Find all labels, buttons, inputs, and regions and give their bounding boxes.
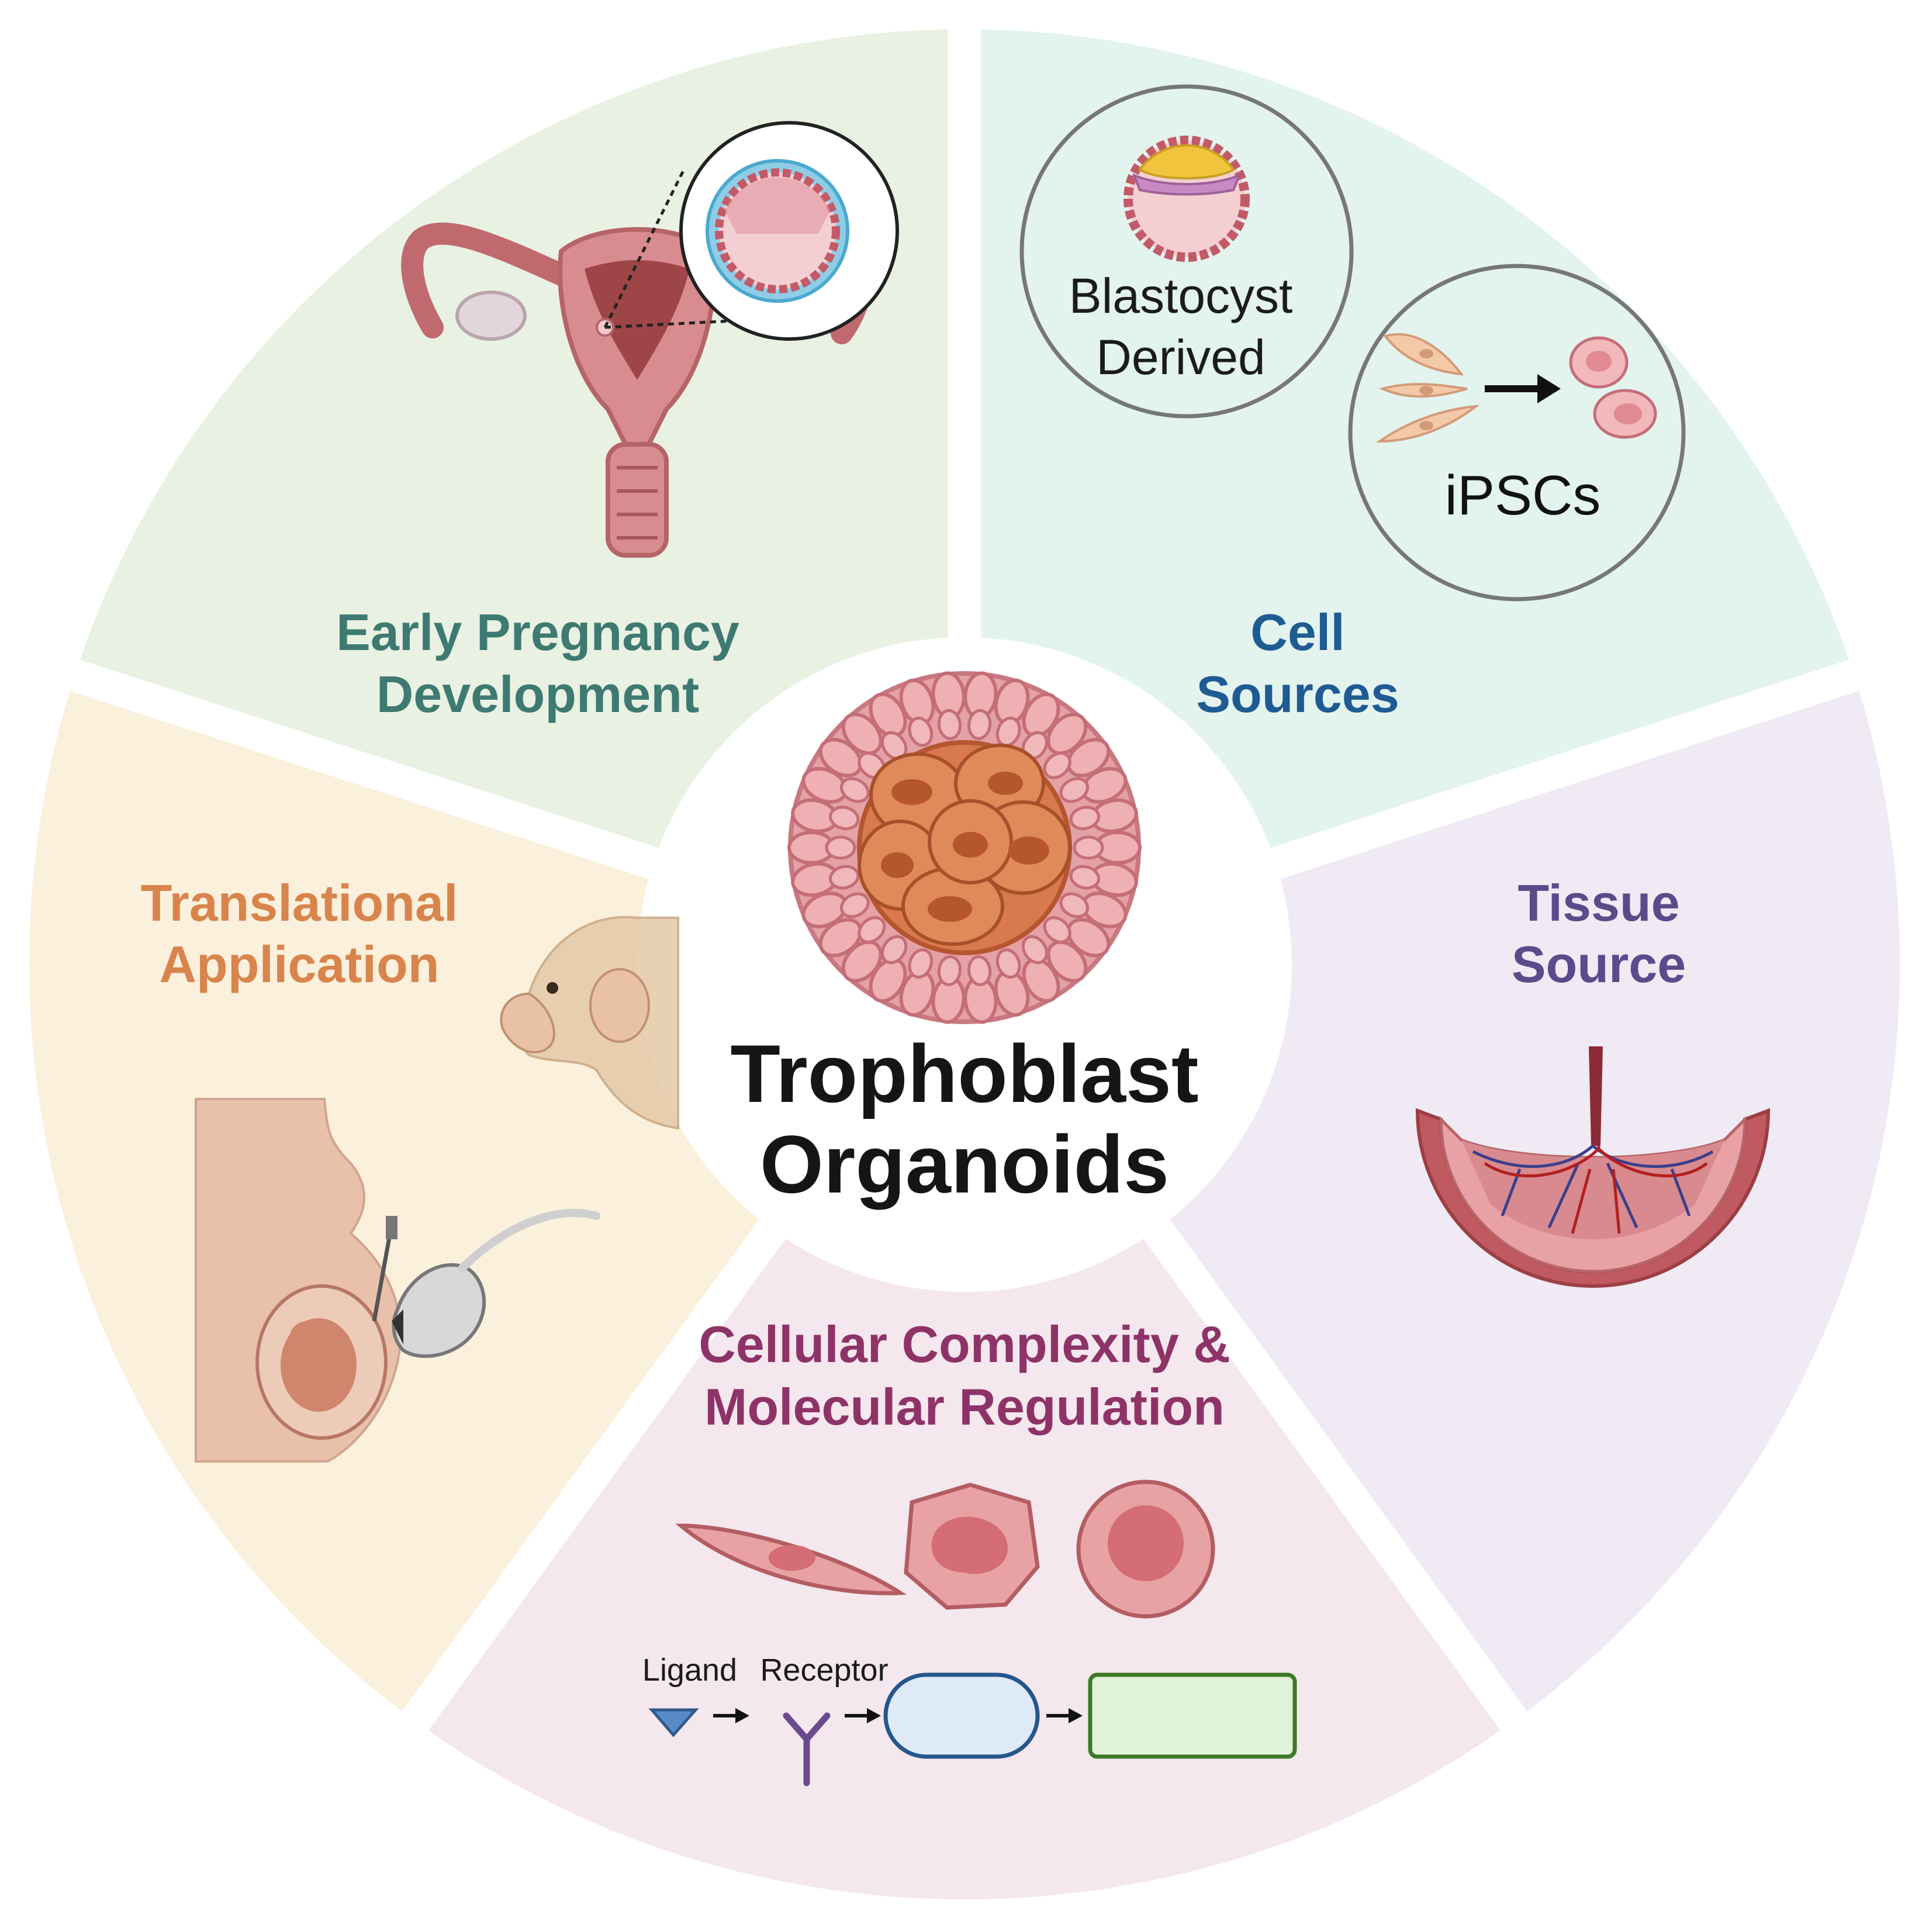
pregnant-patient-illustration	[195, 1098, 402, 1463]
organoid-cell	[829, 806, 860, 831]
organoid-cell	[839, 777, 870, 803]
organoid-cell	[1046, 713, 1088, 755]
receptor-label: Receptor	[760, 1653, 888, 1688]
organoid-cell	[825, 835, 856, 860]
organoid-cell	[1059, 892, 1090, 918]
organoid-cell	[1069, 865, 1100, 890]
ipscs-label: iPSCs	[1445, 464, 1601, 527]
pathway-node-green	[1088, 1672, 1297, 1759]
organoid-cell	[967, 955, 992, 986]
tissue-source-title-line2: Source	[1512, 935, 1686, 993]
organoid-cell	[858, 916, 886, 943]
magnified-blastocyst	[679, 121, 899, 341]
translational-title-line2: Application	[159, 935, 439, 993]
blastocyst-circle	[1019, 84, 1354, 419]
cell-sources-title-line1: Cell	[1250, 603, 1344, 661]
receptor-icon	[783, 1712, 831, 1786]
ultrasound-probe-illustration	[372, 1208, 600, 1358]
monkey-illustration	[500, 915, 679, 1130]
placenta-illustration	[1415, 1046, 1771, 1288]
organoid-cell	[1073, 835, 1104, 860]
cellular-complexity-title-line1: Cellular Complexity &	[699, 1315, 1230, 1373]
organoid-cell	[1066, 918, 1111, 958]
organoid-cell	[839, 892, 870, 918]
organoid-cell	[1043, 916, 1071, 943]
organoid-cell	[818, 738, 863, 777]
ligand-label: Ligand	[642, 1653, 737, 1688]
arrow-icon	[845, 1708, 881, 1723]
cell-sources-title-line2: Sources	[1196, 665, 1399, 723]
tissue-source-title-line1: Tissue	[1517, 874, 1679, 932]
organoid-cell	[841, 713, 883, 755]
blastocyst-label-line2: Derived	[1096, 330, 1265, 385]
polygonal-cell	[904, 1482, 1040, 1610]
organoid-cell	[995, 948, 1021, 979]
segment-cellular-complexity	[415, 965, 1514, 1900]
ligand-icon	[648, 1708, 699, 1737]
pathway-node-blue	[883, 1672, 1040, 1759]
organoid-cell	[1043, 752, 1071, 779]
translational-title-line1: Translational	[141, 874, 458, 932]
organoid-cell	[937, 709, 962, 740]
organoid-cell	[967, 709, 992, 740]
center-title-line2: Organoids	[760, 1118, 1169, 1210]
center-title-line1: Trophoblast	[730, 1028, 1198, 1119]
round-cell	[1076, 1480, 1215, 1619]
organoid-cell	[1069, 806, 1100, 831]
organoid-cell	[1046, 940, 1088, 983]
spindle-cell	[675, 1523, 907, 1595]
cellular-complexity-title-line2: Molecular Regulation	[704, 1378, 1225, 1436]
arrow-icon	[1046, 1708, 1083, 1723]
organoid-cell	[908, 948, 934, 979]
blastocyst-label-line1: Blastocyst	[1069, 268, 1293, 323]
early-pregnancy-title-line1: Early Pregnancy	[336, 603, 739, 661]
organoid-cell	[908, 716, 934, 747]
organoid-cell	[937, 955, 962, 986]
ipscs-circle	[1348, 264, 1686, 602]
organoid-cell	[1059, 777, 1090, 803]
early-pregnancy-title-line2: Development	[376, 665, 700, 723]
organoid-cell	[880, 935, 908, 965]
organoid-cell	[1021, 935, 1049, 965]
organoid-cell	[829, 865, 860, 890]
arrow-icon	[713, 1708, 749, 1723]
organoid-illustration	[787, 671, 1142, 1024]
organoid-cell	[841, 940, 883, 983]
